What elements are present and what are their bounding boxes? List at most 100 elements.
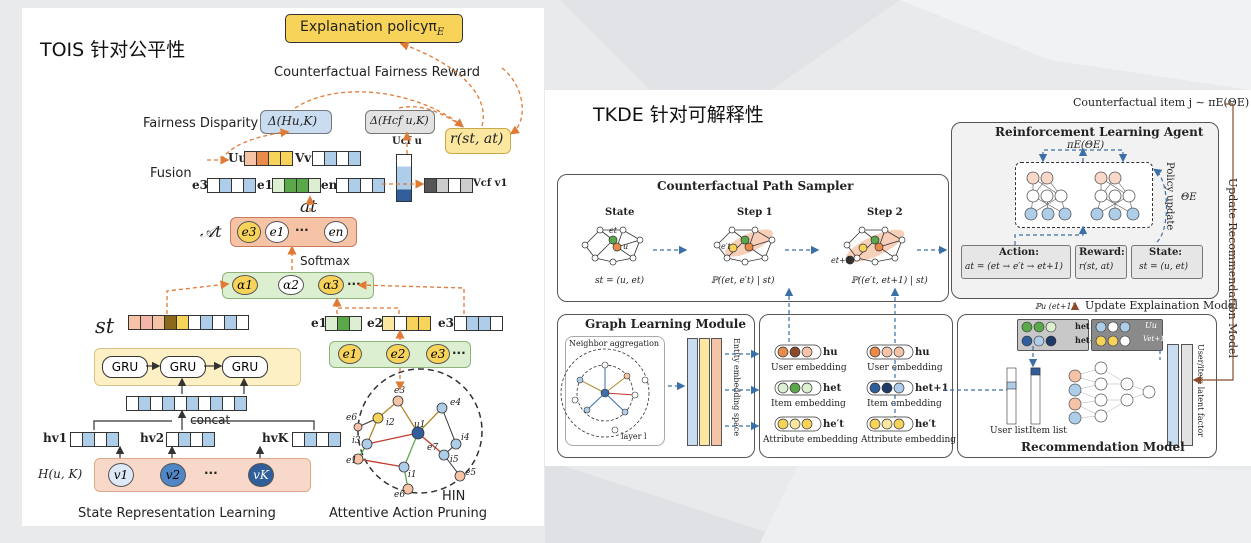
action-node-ellipsis: ··· bbox=[295, 223, 309, 237]
delta-h-box bbox=[260, 110, 332, 134]
tois-diagram-panel: TOIS 针对公平性 Explanation policyπE Counterf… bbox=[22, 8, 544, 526]
action-formula: at = (et → e′t → et+1) bbox=[965, 262, 1063, 272]
fairness-disparity-label: Fairness Disparity bbox=[143, 116, 259, 131]
e2b-label: e2 bbox=[367, 316, 383, 330]
graph-node-u: u bbox=[623, 242, 629, 251]
e3-vector bbox=[207, 178, 256, 193]
graph-node-et: et bbox=[609, 226, 617, 235]
tois-arrows bbox=[93, 41, 523, 458]
emb-bar-yellow bbox=[699, 338, 710, 446]
concat-vector bbox=[126, 396, 247, 411]
gru-cell-1: GRU bbox=[102, 356, 148, 378]
uu-label: Uu bbox=[1145, 321, 1157, 330]
pruned-node-e1: e1 bbox=[338, 344, 362, 364]
caption-state-representation: State Representation Learning bbox=[78, 506, 276, 521]
hin-node-i3: i3 bbox=[352, 436, 361, 446]
e3-label: e3 bbox=[192, 178, 208, 192]
cf-fairness-reward-label: Counterfactual Fairness Reward bbox=[274, 65, 480, 80]
huk-label: H(u, K) bbox=[38, 467, 83, 481]
graph-learning-box bbox=[557, 314, 755, 458]
hin-node-e1: e1 bbox=[346, 456, 358, 466]
item-node-ellipsis: ··· bbox=[204, 466, 218, 480]
sampler-title: Counterfactual Path Sampler bbox=[657, 179, 854, 193]
action-box bbox=[961, 245, 1071, 279]
latent-bar-2 bbox=[1181, 344, 1193, 446]
st-vector bbox=[128, 315, 249, 330]
hv1-vector bbox=[70, 432, 119, 447]
action-node-e1: e1 bbox=[265, 221, 289, 243]
hin-node-e6b: e6 bbox=[394, 490, 406, 500]
e1-label: e1 bbox=[257, 178, 273, 192]
update-expl-label: Update Explaination Model bbox=[1085, 299, 1238, 312]
emb-bar-peach bbox=[711, 338, 722, 446]
hetp-label-2: he′t bbox=[915, 419, 936, 430]
het1-label-rec: het+1 bbox=[1075, 335, 1102, 345]
pi-e-label: πE(ΘE) bbox=[1067, 140, 1105, 151]
hin-node-i4: i4 bbox=[461, 433, 470, 443]
vet1-label: Vet+1 bbox=[1143, 335, 1165, 343]
counterfactual-item-label: Counterfactual item j ∼ πE(ΘE) bbox=[1073, 96, 1250, 109]
hv1-label: hv1 bbox=[43, 431, 68, 445]
explanation-policy-box bbox=[285, 14, 463, 43]
u-cf-vector bbox=[396, 154, 412, 202]
step-2-label: Step 2 bbox=[867, 207, 903, 218]
step-state-label: State bbox=[605, 207, 635, 218]
prob-step2-label: ℙ((e′t, et+1) | st) bbox=[851, 276, 928, 286]
v-vector bbox=[312, 151, 361, 166]
alpha-2: α2 bbox=[278, 275, 304, 295]
reward-box bbox=[445, 128, 511, 154]
rl-agent-title: Reinforcement Learning Agent bbox=[995, 125, 1204, 139]
hin-node-e7: e7 bbox=[427, 443, 439, 453]
prob-step1-label: ℙ((et, e′t) | st) bbox=[711, 276, 775, 286]
hetp-label-1: he′t bbox=[823, 419, 844, 430]
user-list-label: User list bbox=[990, 426, 1029, 436]
alpha-1: α1 bbox=[232, 275, 258, 295]
pruned-node-e2: e2 bbox=[386, 344, 410, 364]
v-cf-label: Vcf v1 bbox=[473, 178, 508, 189]
item-node-v1: v1 bbox=[108, 463, 134, 487]
step-1-label: Step 1 bbox=[737, 207, 773, 218]
hu-label-1: hu bbox=[823, 347, 838, 358]
e3b-label: e3 bbox=[438, 316, 454, 330]
tkde-heading: TKDE 针对可解释性 bbox=[593, 104, 764, 126]
u-cf-label: Ucf u bbox=[392, 136, 422, 147]
reward-box-r bbox=[1075, 245, 1127, 279]
At-label: 𝒜t bbox=[200, 222, 222, 241]
e1b-label: e1 bbox=[311, 316, 327, 330]
hin-node-e6a: e6 bbox=[346, 413, 358, 423]
alpha-ellipsis: ··· bbox=[347, 277, 361, 291]
glm-title: Graph Learning Module bbox=[585, 317, 746, 331]
reward-title: Reward: bbox=[1079, 247, 1125, 258]
het1-label-2: het+1 bbox=[915, 383, 949, 394]
hv2-vector bbox=[166, 432, 215, 447]
hin-label: HIN bbox=[442, 489, 466, 504]
e1-vector bbox=[272, 178, 321, 193]
u-label: Uu bbox=[228, 151, 248, 165]
hvk-vector bbox=[292, 432, 341, 447]
action-node-en: en bbox=[324, 221, 348, 243]
layer-label: layer l bbox=[621, 432, 647, 441]
e2b-vector bbox=[382, 316, 431, 331]
tkde-graphics bbox=[560, 103, 1234, 438]
user-emb-label-1: User embedding bbox=[771, 363, 847, 373]
item-node-vk: vK bbox=[248, 463, 274, 487]
graph-node-etp: e′t bbox=[721, 242, 731, 251]
hvk-label: hvK bbox=[262, 431, 289, 445]
st-label: st bbox=[95, 314, 115, 338]
hin-node-i1: i1 bbox=[408, 470, 417, 480]
delta-h-cf-box bbox=[365, 110, 435, 134]
en-vector bbox=[336, 178, 385, 193]
graph-node-et1: et+1 bbox=[831, 256, 851, 265]
softmax-label: Softmax bbox=[300, 254, 350, 268]
reward-label: r(st, at) bbox=[450, 131, 504, 147]
delta-h-cf-label: Δ(Hcf u,K) bbox=[370, 114, 429, 127]
user-emb-label-2: User embedding bbox=[867, 363, 943, 373]
e3b-vector bbox=[454, 316, 503, 331]
item-emb-label-1: Item embedding bbox=[771, 399, 846, 409]
hu-label-2: hu bbox=[915, 347, 930, 358]
tkde-diagram-panel: TKDE 针对可解释性 Counterfactual item j ∼ πE(Θ… bbox=[545, 90, 1251, 466]
gru-cell-3: GRU bbox=[222, 356, 268, 378]
tois-heading: TOIS 针对公平性 bbox=[40, 39, 186, 61]
fusion-label: Fusion bbox=[150, 166, 192, 181]
